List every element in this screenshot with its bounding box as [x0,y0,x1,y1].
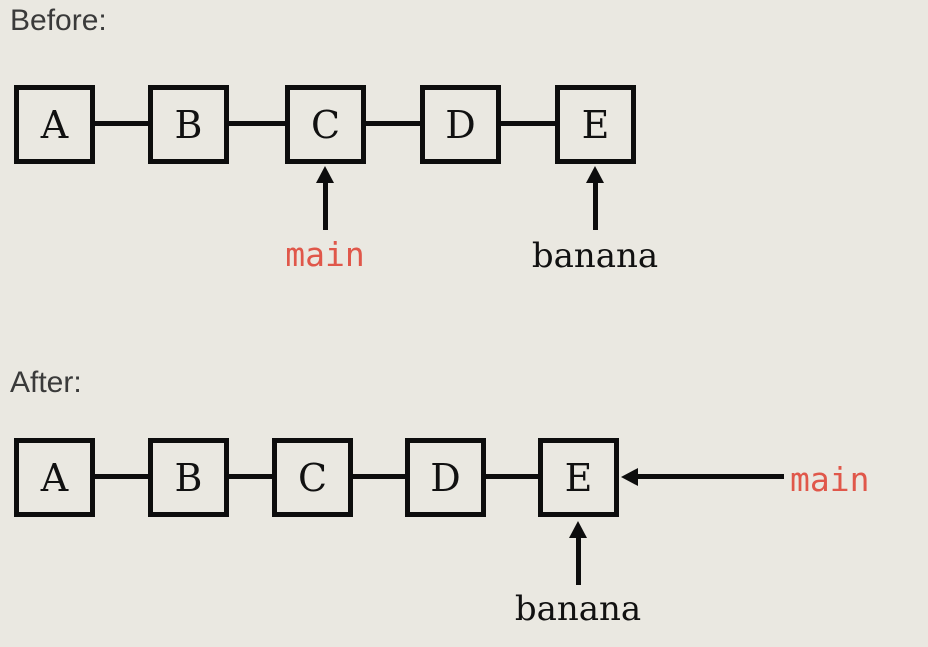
banana-pointer-label: banana [531,236,659,276]
main-pointer-label: main [790,460,870,499]
node-letter: E [581,102,610,147]
node-box-before-a: A [14,85,95,164]
banana-arrow-up-icon [569,521,587,538]
node-box-before-c: C [285,85,366,164]
before-title: Before: [10,4,107,37]
main-arrow-stem [323,180,328,230]
node-box-after-b: B [148,438,229,517]
after-title: After: [10,366,82,399]
main-arrow-left-icon [621,468,638,486]
node-letter: B [174,102,203,147]
connector-line [353,474,405,479]
node-letter: C [297,455,328,500]
node-letter: D [430,455,461,500]
node-letter: C [310,102,341,147]
node-box-after-c: C [272,438,353,517]
node-box-before-d: D [420,85,501,164]
banana-pointer-label: banana [514,589,642,629]
node-letter: A [40,102,69,147]
node-box-before-b: B [148,85,229,164]
node-box-after-e: E [538,438,619,517]
main-arrow-stem [636,474,784,479]
node-box-after-a: A [14,438,95,517]
connector-line [486,474,538,479]
connector-line [366,121,420,126]
connector-line [501,121,555,126]
node-letter: A [40,455,69,500]
main-pointer-label: main [285,235,365,274]
banana-arrow-stem [576,535,581,585]
banana-arrow-up-icon [586,166,604,183]
connector-line [95,121,148,126]
connector-line [229,474,272,479]
node-letter: B [174,455,203,500]
node-box-after-d: D [405,438,486,517]
node-letter: E [564,455,593,500]
node-letter: D [445,102,476,147]
connector-line [229,121,285,126]
node-box-before-e: E [555,85,636,164]
banana-arrow-stem [593,180,598,230]
connector-line [95,474,148,479]
main-arrow-up-icon [316,166,334,183]
